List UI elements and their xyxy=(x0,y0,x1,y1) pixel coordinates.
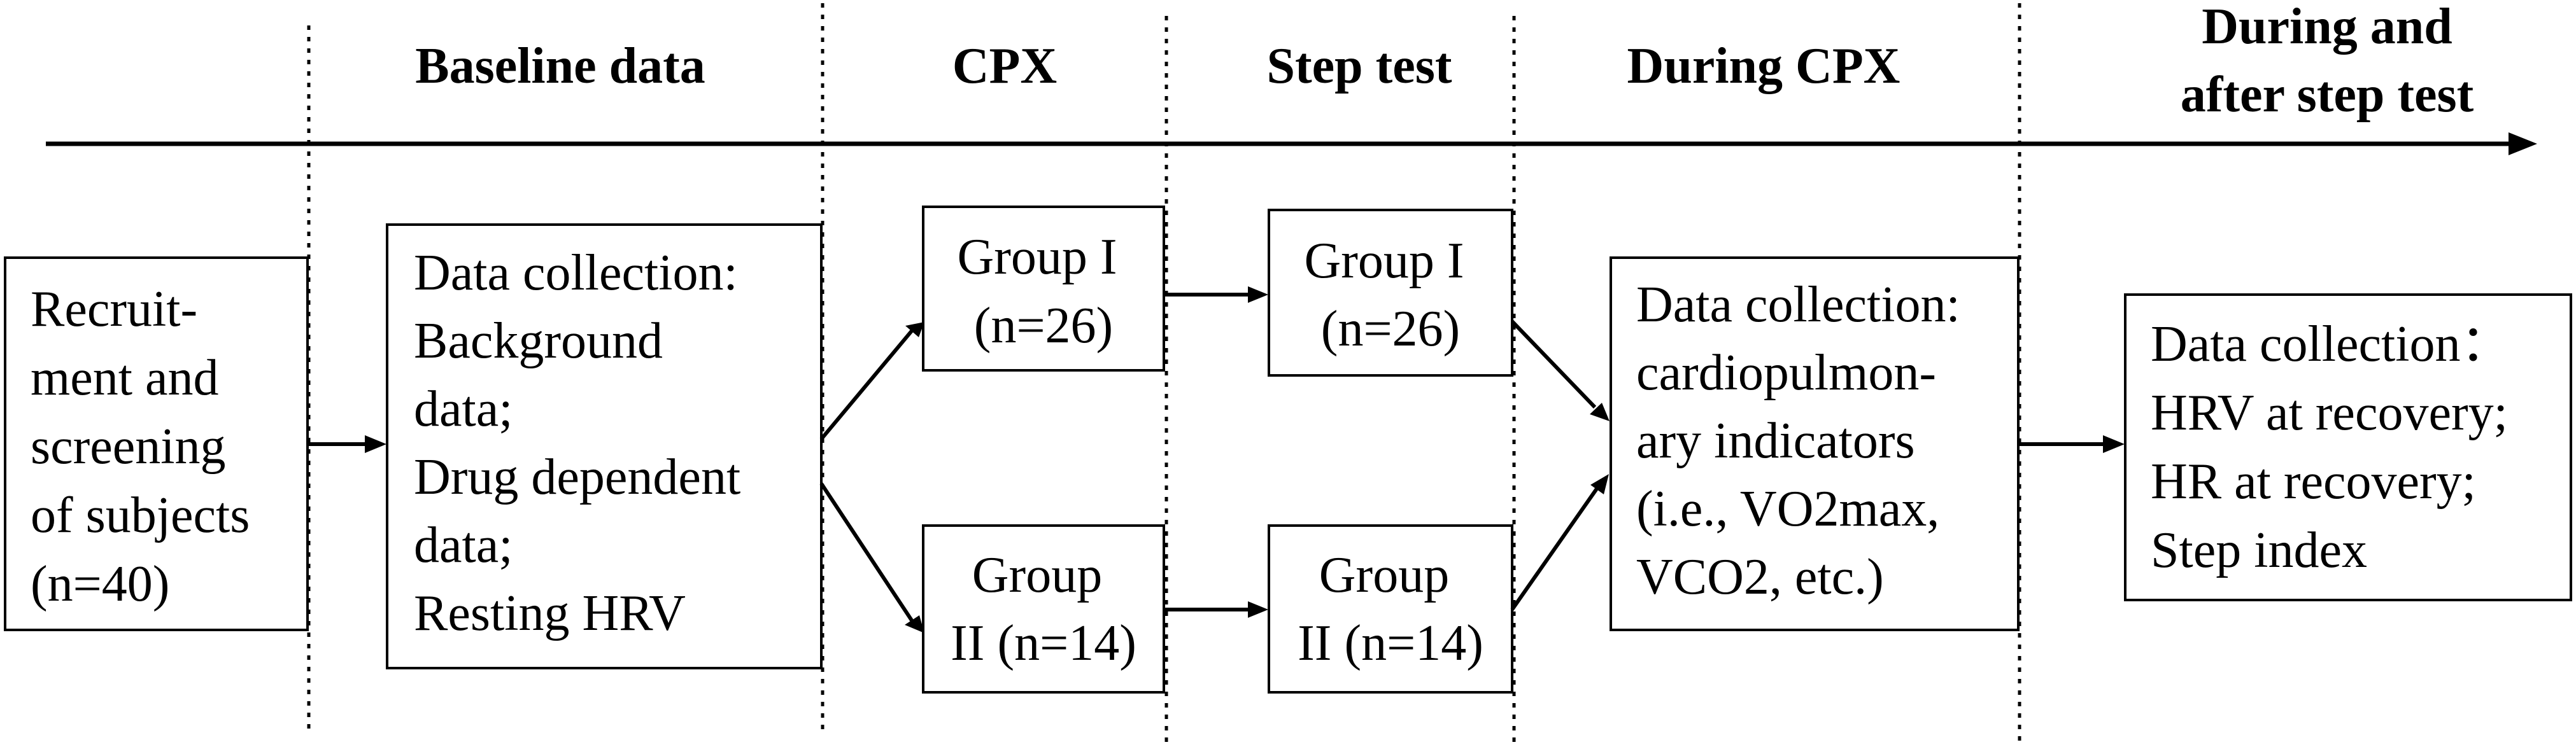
baseline-line: Resting HRV xyxy=(414,585,686,641)
step-group1-line: Group I xyxy=(1304,233,1464,289)
cpx-data-line: cardiopulmon- xyxy=(1636,345,1936,401)
recovery-data-line: HRV at recovery; xyxy=(2151,385,2508,441)
cpx-data-line: ary indicators xyxy=(1636,413,1915,469)
cpx-group2-line: Group xyxy=(972,547,1102,603)
step-group2-box xyxy=(1268,524,1513,694)
flow-arrow xyxy=(1510,319,1610,421)
cpx-data-line: VCO2, etc.) xyxy=(1636,549,1884,605)
baseline-line: Background xyxy=(414,313,663,369)
baseline-line: data; xyxy=(414,381,513,437)
flow-arrow xyxy=(819,322,924,440)
cpx-data-collection-text: Data collection: cardiopulmon- ary indic… xyxy=(1636,277,1973,605)
phase-label-step-test: Step test xyxy=(1266,38,1452,94)
cpx-group2-box xyxy=(922,524,1165,694)
flow-arrow xyxy=(1510,474,1609,611)
recruitment-line: screening xyxy=(31,419,226,475)
phase-label-during-and: During and xyxy=(2202,0,2452,55)
timeline-arrow xyxy=(46,132,2537,155)
phase-label-during-cpx: During CPX xyxy=(1627,38,1900,94)
recruitment-box xyxy=(4,256,309,631)
cpx-group2-text: Group II (n=14) xyxy=(951,547,1136,671)
baseline-line: data; xyxy=(414,517,513,573)
flow-arrow xyxy=(1164,286,1268,303)
step-group2-text: Group II (n=14) xyxy=(1298,547,1483,671)
step-group2-line: II (n=14) xyxy=(1298,615,1483,671)
phase-label-after-step-test: after step test xyxy=(2181,67,2474,123)
cpx-group1-text: Group I (n=26) xyxy=(957,229,1129,354)
cpx-group1-line: Group I xyxy=(957,229,1117,285)
recovery-data-collection-text: Data collection： HRV at recovery; HR at … xyxy=(2151,316,2524,578)
cpx-data-line: (i.e., VO2max, xyxy=(1636,481,1939,537)
cpx-group2-line: II (n=14) xyxy=(951,615,1136,671)
recovery-data-line: Step index xyxy=(2151,522,2367,578)
cpx-group1-box xyxy=(922,206,1165,372)
cpx-data-line: Data collection: xyxy=(1636,277,1960,333)
flow-arrow xyxy=(819,482,924,633)
baseline-data-box xyxy=(386,223,823,669)
recruitment-line: Recruit- xyxy=(31,281,197,337)
baseline-line: Drug dependent xyxy=(414,449,740,505)
step-group2-line: Group xyxy=(1319,547,1449,603)
recruitment-line: of subjects xyxy=(31,487,250,543)
baseline-data-text: Data collection: Background data; Drug d… xyxy=(414,245,753,641)
cpx-group1-line: (n=26) xyxy=(974,298,1113,354)
flow-arrow xyxy=(2018,435,2125,453)
recruitment-line: ment and xyxy=(31,350,218,406)
flow-arrow xyxy=(1164,601,1268,618)
step-group1-box xyxy=(1268,209,1513,377)
step-group1-line: (n=26) xyxy=(1321,301,1460,357)
recruitment-line: (n=40) xyxy=(31,556,169,612)
flow-arrow xyxy=(309,435,386,453)
recovery-data-line: Data collection： xyxy=(2151,316,2511,372)
recovery-data-line: HR at recovery; xyxy=(2151,454,2476,510)
phase-label-cpx: CPX xyxy=(952,38,1057,94)
step-group1-text: Group I (n=26) xyxy=(1304,233,1476,357)
cpx-data-collection-box xyxy=(1610,256,2020,631)
recruitment-text: Recruit- ment and screening of subjects … xyxy=(31,281,262,612)
phase-label-baseline: Baseline data xyxy=(415,38,705,94)
baseline-line: Data collection: xyxy=(414,245,738,301)
recovery-data-collection-box xyxy=(2124,293,2572,601)
